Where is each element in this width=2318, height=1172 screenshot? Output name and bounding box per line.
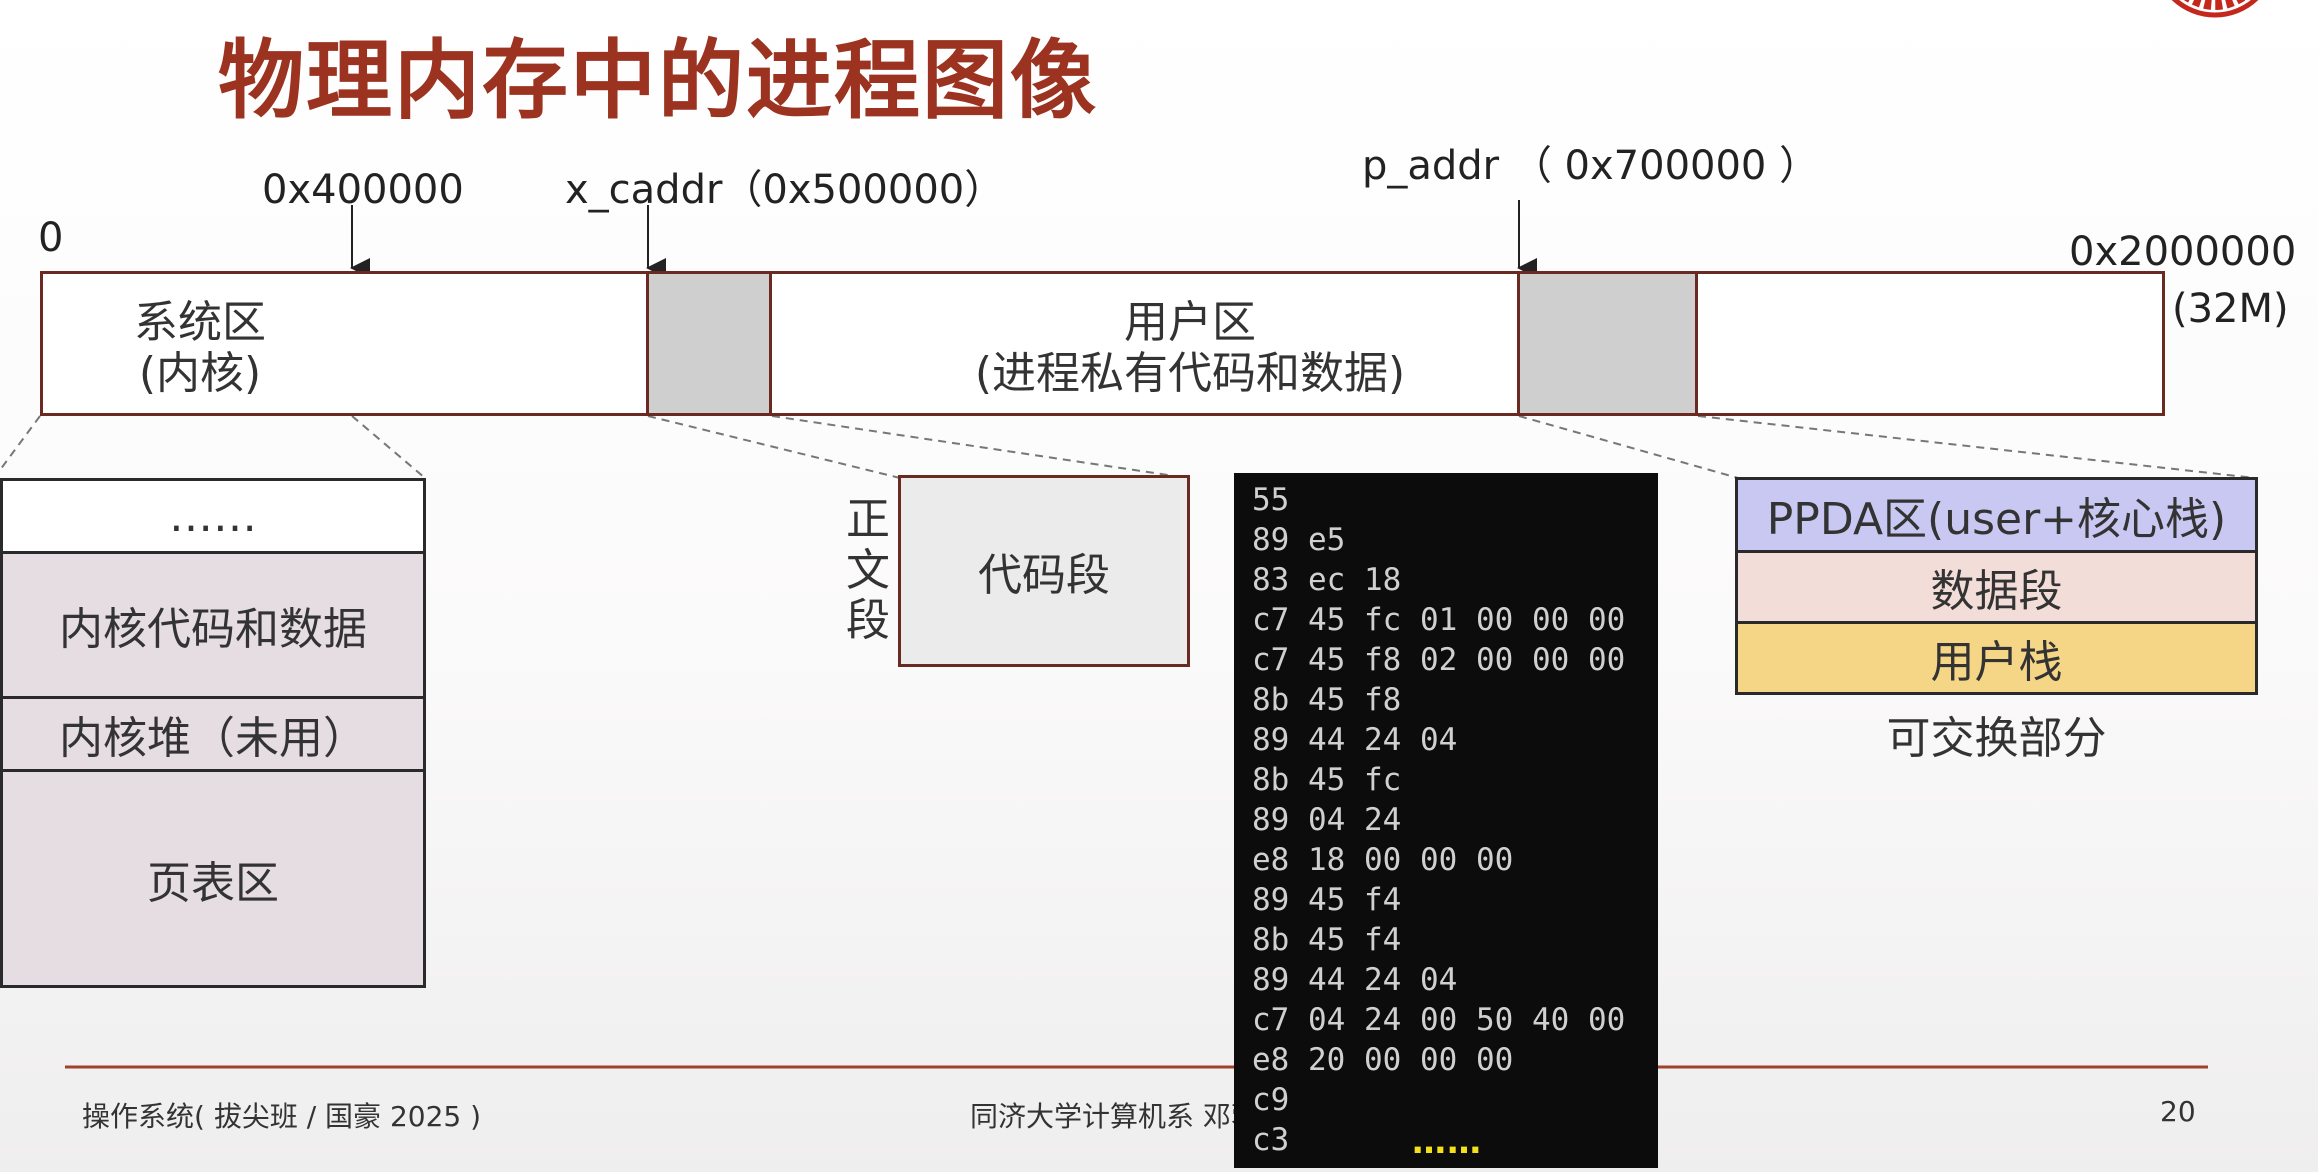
memory-bar bbox=[40, 271, 2165, 416]
system-region-label: 系统区 (内核) bbox=[100, 297, 300, 399]
user-stack-cell: 用户栈 bbox=[1735, 621, 2258, 695]
data-segment-cell: 数据段 bbox=[1735, 550, 2258, 624]
kernel-ellipsis-cell: …… bbox=[0, 478, 426, 554]
machine-code-line: 89 45 f4 bbox=[1252, 882, 1402, 918]
system-region-line1: 系统区 bbox=[134, 297, 266, 348]
addr-400000-label: 0x400000 bbox=[262, 167, 464, 213]
machine-code-line: 55 bbox=[1252, 482, 1290, 518]
ppda-cell: PPDA区(user+核心栈) bbox=[1735, 477, 2258, 553]
footer-department: 同济大学计算机系 邓蓉 bbox=[970, 1100, 1234, 1133]
machine-code-ellipsis: …… bbox=[1412, 1122, 1482, 1162]
machine-code-line: 89 04 24 bbox=[1252, 802, 1402, 838]
text-segment-slot bbox=[646, 271, 772, 416]
machine-code-line: c9 bbox=[1252, 1082, 1290, 1118]
code-segment-box: 代码段 bbox=[898, 475, 1190, 667]
swappable-caption: 可交换部分 bbox=[1886, 713, 2107, 764]
addr-x-caddr-label: x_caddr（0x500000） bbox=[565, 167, 1005, 213]
page-title: 物理内存中的进程图像 bbox=[218, 31, 1098, 131]
machine-code-line: 8b 45 f8 bbox=[1252, 682, 1402, 718]
user-region-line1: 用户区 bbox=[1124, 297, 1256, 348]
machine-code-line: e8 18 00 00 00 bbox=[1252, 842, 1514, 878]
machine-code-line: 89 44 24 04 bbox=[1252, 962, 1458, 998]
machine-code-line: c7 04 24 00 50 40 00 bbox=[1252, 1002, 1626, 1038]
university-logo bbox=[2171, 0, 2259, 18]
user-region-label: 用户区 (进程私有代码和数据) bbox=[880, 297, 1500, 399]
addr-end-size-label: (32M) bbox=[2172, 286, 2289, 332]
machine-code-line: c7 45 f8 02 00 00 00 bbox=[1252, 642, 1626, 678]
addr-start-label: 0 bbox=[38, 215, 64, 261]
kernel-heap-cell: 内核堆（未用） bbox=[0, 696, 426, 772]
machine-code-line: 8b 45 f4 bbox=[1252, 922, 1402, 958]
ppda-slot bbox=[1517, 271, 1698, 416]
machine-code-line: 89 44 24 04 bbox=[1252, 722, 1458, 758]
page-table-cell: 页表区 bbox=[0, 769, 426, 988]
user-region-line2: (进程私有代码和数据) bbox=[974, 347, 1406, 399]
machine-code-line: c7 45 fc 01 00 00 00 bbox=[1252, 602, 1626, 638]
text-segment-char-3: 段 bbox=[846, 595, 890, 647]
machine-code-line: c3 bbox=[1252, 1122, 1290, 1158]
footer-course: 操作系统( 拔尖班 / 国豪 2025 ) bbox=[82, 1100, 482, 1133]
machine-code-line: e8 20 00 00 00 bbox=[1252, 1042, 1514, 1078]
kernel-code-data-cell: 内核代码和数据 bbox=[0, 551, 426, 699]
machine-code-line: 8b 45 fc bbox=[1252, 762, 1402, 798]
text-segment-char-2: 文 bbox=[846, 544, 890, 596]
text-segment-char-1: 正 bbox=[846, 494, 890, 545]
system-region-line2: (内核) bbox=[138, 347, 262, 399]
machine-code-line: 89 e5 bbox=[1252, 522, 1346, 558]
page-number: 20 bbox=[2160, 1095, 2196, 1128]
text-segment-side-label: 正 文 段 bbox=[843, 494, 893, 647]
machine-code-panel bbox=[1234, 473, 1658, 1168]
addr-p-addr-label: p_addr （ 0x700000 ） bbox=[1362, 143, 1820, 189]
machine-code-line: 83 ec 18 bbox=[1252, 562, 1402, 598]
addr-end-label: 0x2000000 bbox=[2069, 229, 2297, 275]
